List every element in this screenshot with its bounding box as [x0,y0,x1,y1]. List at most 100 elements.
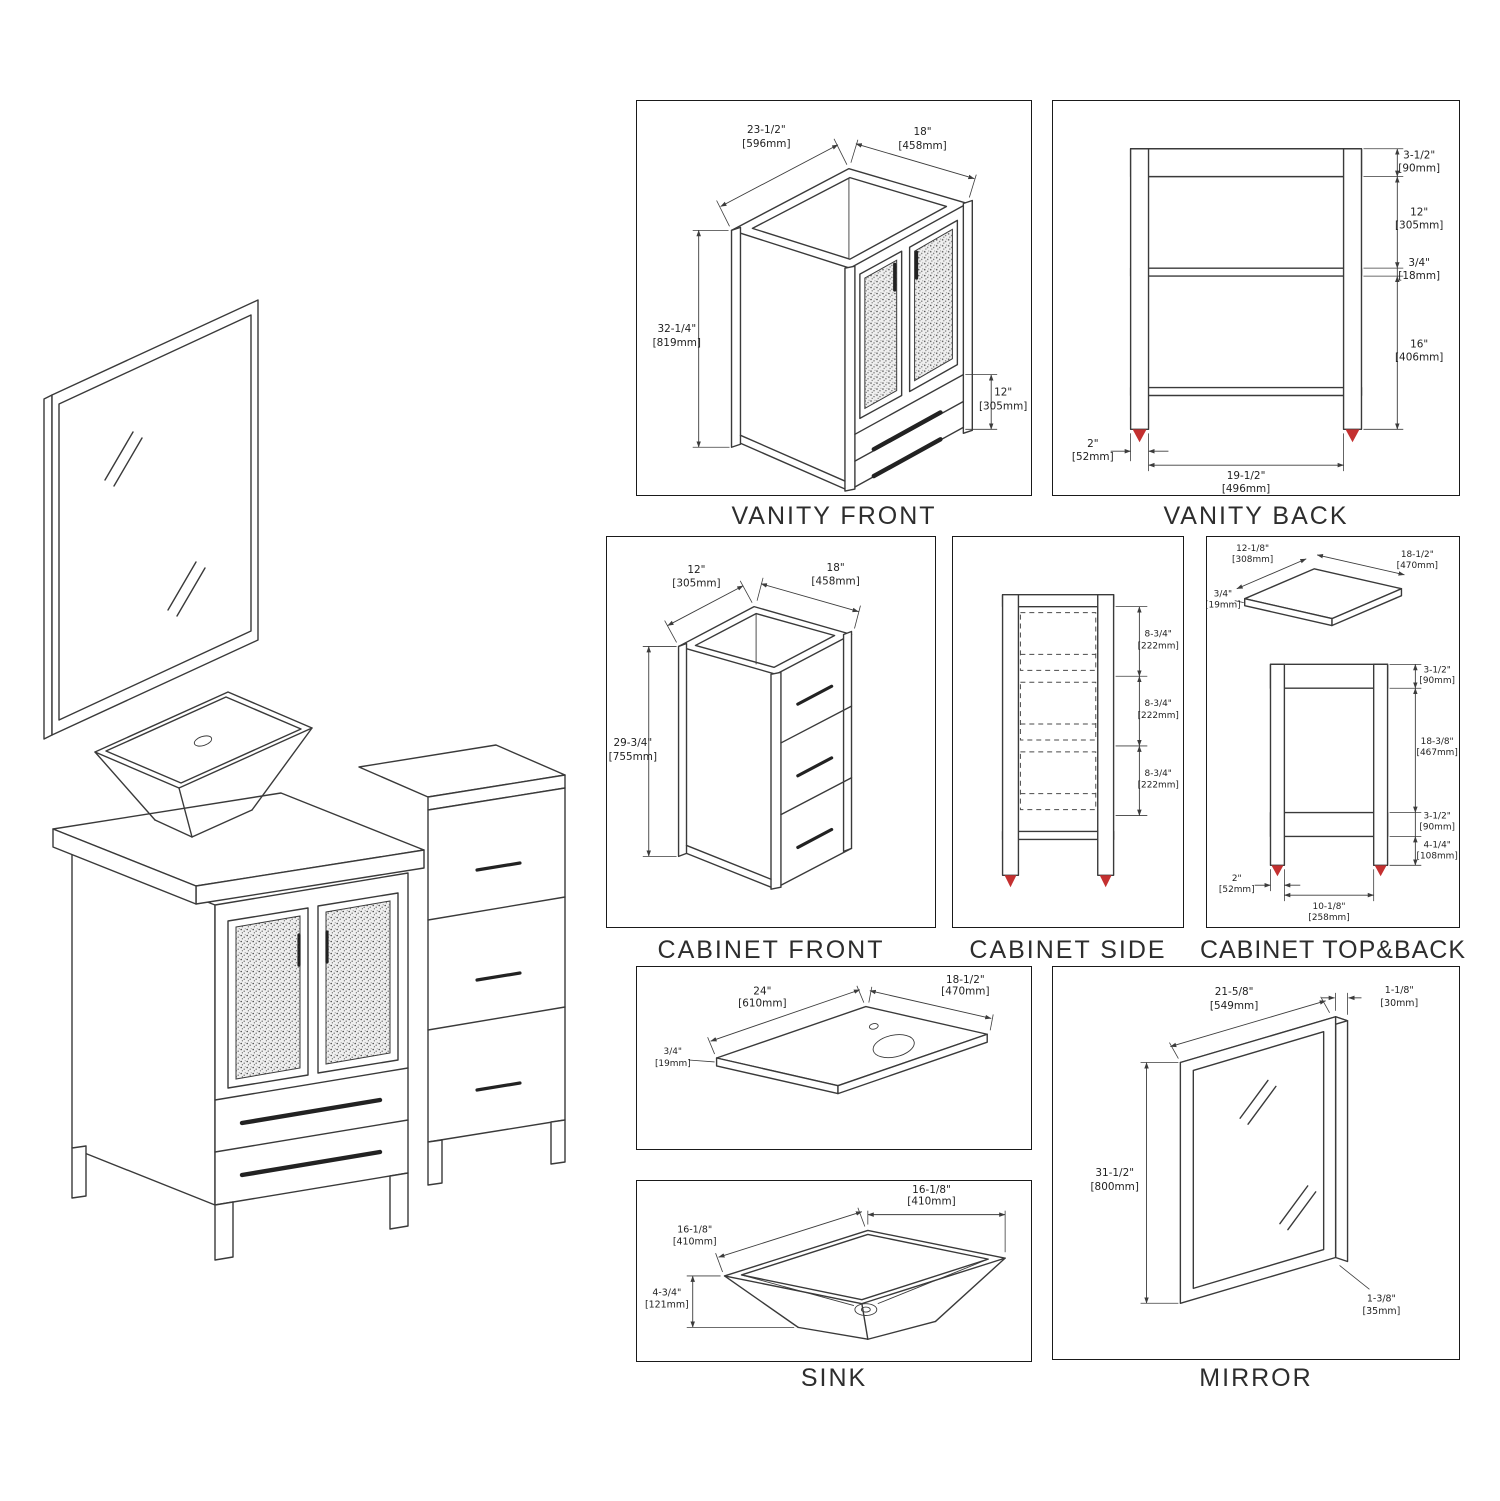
panel-mirror: 21-5/8" [549mm] 1-1/8" [30mm] 31-1/2" [8… [1052,966,1460,1360]
cabinet-topback-legw-in: 2" [1232,874,1242,884]
cabinet-front-dimensions: 12" [305mm] 18" [458mm] 29-3/4" [755mm] [609,562,861,857]
vanity-back-span-mm: [496mm] [1222,483,1270,495]
vanity-front-height-mm: [819mm] [653,337,701,349]
countertop-width-in: 24" [753,986,771,998]
panel-cabinet-front: 12" [305mm] 18" [458mm] 29-3/4" [755mm] [606,536,936,928]
vanity-back-shelf-mm: [18mm] [1398,270,1440,282]
panel-cabinet-topback: 12-1/8" [308mm] 18-1/2" [470mm] 3/4" [19… [1206,536,1460,928]
vanity-back-drawing [1129,148,1363,443]
cabinet-front-depth-mm: [458mm] [811,576,859,588]
mirror-width-mm: [549mm] [1210,1000,1258,1012]
vanity-back-span-in: 19-1/2" [1227,470,1266,482]
cabinet-top-drawing [1244,568,1403,627]
sink-drawing [723,1229,1006,1340]
mirror-width-in: 21-5/8" [1215,986,1254,998]
vanity-front-height-in: 32-1/4" [657,323,696,335]
label-sink: SINK [800,1364,868,1392]
mirror-drawing [1179,1016,1349,1304]
cabinet-side-d1-in: 8-3/4" [1145,629,1172,639]
cabinet-topback-span-mm: [258mm] [1308,913,1349,923]
mirror-height-mm: [800mm] [1090,1181,1138,1193]
label-cabinet-side: CABINET SIDE [969,936,1167,964]
panel-sink: 16-1/8" [410mm] 16-1/8" [410mm] 4-3/4" [… [636,1180,1032,1362]
cabinet-top-dimensions: 12-1/8" [308mm] 18-1/2" [470mm] 3/4" [19… [1207,544,1438,611]
vanity-back-shelf-in: 3/4" [1408,257,1430,269]
sink-height-in: 4-3/4" [652,1288,681,1299]
vanity-back-lower-mm: [406mm] [1395,352,1443,364]
cabinet-topback-mid-in: 18-3/8" [1421,737,1454,747]
countertop-thick-mm: [19mm] [655,1059,691,1069]
cabinet-front-height-in: 29-3/4" [614,737,653,749]
vanity-back-lower-in: 16" [1410,339,1428,351]
cabinet-topback-lowerrail-mm: [90mm] [1419,822,1455,832]
vanity-front-drawing [730,167,973,492]
cabinet-topback-rail-mm: [90mm] [1419,676,1455,686]
cabinet-topback-mid-mm: [467mm] [1417,748,1458,758]
cabinet-topback-topw-in: 12-1/8" [1236,544,1269,554]
cabinet-side-drawing [1001,594,1115,888]
label-cabinet-topback: CABINET TOP&BACK [1199,936,1467,964]
cabinet-side-d1-mm: [222mm] [1138,641,1179,651]
vanity-front-width-in: 23-1/2" [747,124,786,136]
vanity-back-upper-mm: [305mm] [1395,219,1443,231]
countertop-depth-mm: [470mm] [941,986,989,998]
cabinet-side-d2-mm: [222mm] [1138,711,1179,721]
sink-dimensions: 16-1/8" [410mm] 16-1/8" [410mm] 4-3/4" [… [645,1184,1006,1328]
countertop-dimensions: 24" [610mm] 18-1/2" [470mm] 3/4" [19mm] [655,974,994,1069]
cabinet-side-d2-in: 8-3/4" [1145,699,1172,709]
vanity-back-toprail-mm: [90mm] [1398,163,1440,175]
cabinet-topback-legw-mm: [52mm] [1219,885,1255,895]
cabinet-topback-rail-in: 3-1/2" [1424,665,1451,675]
cabinet-topback-topd-mm: [470mm] [1397,561,1438,571]
sink-width-in: 16-1/8" [912,1184,951,1196]
mirror-illustration [43,299,259,740]
cabinet-topback-span-in: 10-1/8" [1313,902,1346,912]
cabinet-topback-legh-in: 4-1/4" [1424,840,1451,850]
mirror-frame-mm: [35mm] [1362,1306,1400,1317]
cabinet-topback-topw-mm: [308mm] [1232,555,1273,565]
cabinet-topback-lowerrail-in: 3-1/2" [1424,812,1451,822]
mirror-thick-in: 1-1/8" [1385,985,1414,996]
sink-width-mm: [410mm] [907,1196,955,1208]
cabinet-front-width-mm: [305mm] [672,578,720,590]
panel-vanity-front: 23-1/2" [596mm] 18" [458mm] 32-1/4" [819… [636,100,1032,496]
product-illustration [30,280,600,1310]
vanity-front-drawer-in: 12" [994,387,1012,399]
cabinet-front-depth-in: 18" [827,562,845,574]
vanity-front-width-mm: [596mm] [742,138,790,150]
cabinet-topback-topt-in: 3/4" [1214,590,1232,600]
vessel-sink-illustration [94,691,313,838]
vanity-back-dimensions: 3-1/2" [90mm] 12" [305mm] 3/4" [18mm] 16… [1072,148,1443,495]
cabinet-front-drawing [677,605,853,890]
vanity-front-dimensions: 23-1/2" [596mm] 18" [458mm] 32-1/4" [819… [653,124,1027,448]
sink-height-mm: [121mm] [645,1300,689,1311]
countertop-drawing [715,1005,988,1095]
cabinet-topback-legh-mm: [108mm] [1417,851,1458,861]
vanity-back-upper-in: 12" [1410,206,1428,218]
sink-depth-in: 16-1/8" [677,1224,712,1235]
cabinet-front-height-mm: [755mm] [609,751,657,763]
panel-countertop: 24" [610mm] 18-1/2" [470mm] 3/4" [19mm] [636,966,1032,1150]
side-cabinet-illustration [358,744,566,1186]
label-vanity-back: VANITY BACK [1163,502,1349,530]
label-mirror: MIRROR [1199,1364,1313,1392]
cabinet-side-d3-mm: [222mm] [1138,781,1179,791]
vanity-illustration [52,792,425,1261]
cabinet-topback-topd-in: 18-1/2" [1401,550,1434,560]
cabinet-front-width-in: 12" [687,564,705,576]
mirror-frame-in: 1-3/8" [1367,1293,1396,1304]
panel-vanity-back: 3-1/2" [90mm] 12" [305mm] 3/4" [18mm] 16… [1052,100,1460,496]
mirror-height-in: 31-1/2" [1095,1167,1134,1179]
vanity-front-drawer-mm: [305mm] [979,400,1027,412]
cabinet-back-dimensions: 3-1/2" [90mm] 18-3/8" [467mm] 3-1/2" [90… [1219,663,1458,923]
label-vanity-front: VANITY FRONT [731,502,937,530]
label-cabinet-front: CABINET FRONT [657,936,885,964]
cabinet-back-drawing [1269,663,1389,877]
cabinet-side-dimensions: 8-3/4" [222mm] 8-3/4" [222mm] 8-3/4" [22… [1115,606,1179,816]
countertop-depth-in: 18-1/2" [946,974,985,986]
vanity-front-depth-mm: [458mm] [898,140,946,152]
vanity-back-leg-mm: [52mm] [1072,451,1114,463]
vanity-back-toprail-in: 3-1/2" [1403,150,1435,162]
vanity-back-leg-in: 2" [1087,438,1098,450]
